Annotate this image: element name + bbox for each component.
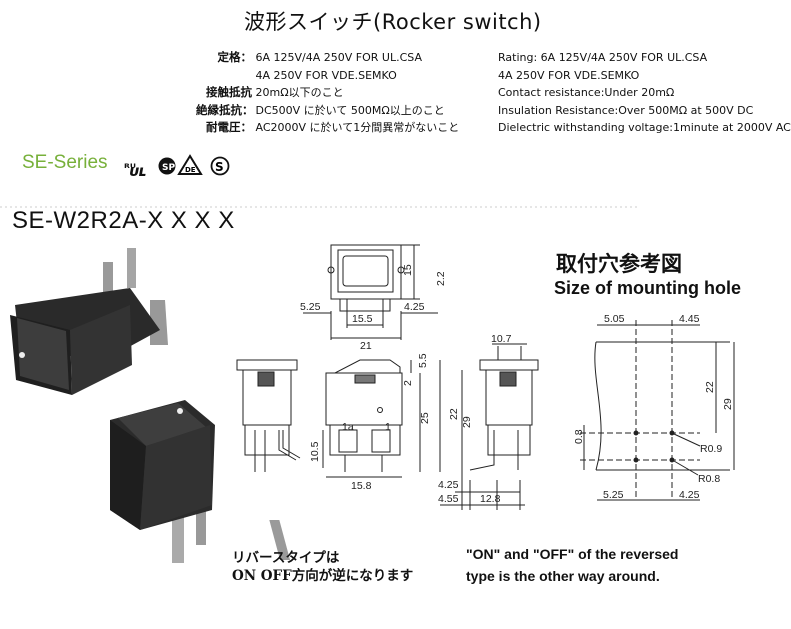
reverse-note-jp: リバースタイプは ON OFF方向が逆になります (232, 549, 413, 585)
dim-label: 10.7 (491, 333, 512, 345)
front-view-drawing (325, 359, 441, 478)
note-line: リバースタイプは (232, 550, 340, 566)
dim-label: 15.8 (351, 480, 372, 492)
spec-jp-row: 4A 250V FOR VDE.SEMKO (255, 68, 397, 82)
mounting-title-en: Size of mounting hole (554, 278, 741, 298)
spec-en-row: Dielectric withstanding voltage:1minute … (498, 121, 791, 134)
csa-mark-icon: SP (158, 157, 176, 175)
pin-label: 1a (342, 421, 354, 433)
svg-text:ᴜʟ: ᴜʟ (129, 162, 147, 180)
dim-label: 10.5 (309, 441, 321, 462)
dim-label: 12.8 (480, 493, 501, 505)
specs-en: Rating: 6A 125V/4A 250V FOR UL.CSA 4A 25… (498, 49, 791, 137)
svg-text:SP: SP (162, 163, 175, 173)
mounting-title-jp: 取付穴参考図 (556, 251, 682, 276)
dim-label: 29 (722, 398, 734, 410)
model-number: SE-W2R2A-X X X X (12, 207, 235, 234)
dim-label: 2.2 (435, 271, 447, 286)
dim-label: 5.25 (300, 301, 321, 313)
dim-label: 22 (704, 381, 716, 393)
svg-text:ᴿᵁ: ᴿᵁ (124, 161, 136, 175)
specs-jp: 定格： 6A 125V/4A 250V FOR UL.CSA 4A 250V F… (196, 49, 459, 137)
dim-label: 5.5 (417, 353, 429, 368)
note-line: ON OFF方向が逆になります (232, 568, 414, 584)
series-label: SE-Series (22, 152, 108, 173)
note-line: type is the other way around. (466, 568, 660, 584)
spec-en-row: Contact resistance:Under 20mΩ (498, 86, 675, 99)
dim-label: 29 (461, 416, 473, 428)
mounting-hole-drawing (580, 320, 735, 501)
spec-jp-row: 絶縁抵抗： DC500V に於いて 500MΩ以上のこと (196, 102, 445, 117)
dim-label: 15 (402, 264, 414, 276)
product-photo-side (10, 248, 168, 395)
svg-text:S: S (215, 160, 224, 174)
vde-mark-icon: DE (177, 154, 203, 175)
reverse-note-en: "ON" and "OFF" of the reversed type is t… (466, 543, 678, 587)
spec-jp-row: 定格： 6A 125V/4A 250V FOR UL.CSA (217, 50, 422, 64)
dim-label: 4.45 (679, 313, 700, 325)
svg-text:DE: DE (185, 166, 196, 174)
note-line: "ON" and "OFF" of the reversed (466, 546, 679, 562)
graphics-layer: ᴿᵁ ᴜʟ SP DE S (0, 154, 735, 563)
dim-label: 5.05 (604, 313, 625, 325)
dim-label: 4.25 (404, 301, 425, 313)
spec-en-row: Insulation Resistance:Over 500MΩ at 500V… (498, 103, 754, 117)
dim-label: 2 (402, 380, 414, 386)
dim-label: 22 (448, 408, 460, 420)
left-side-drawing (236, 359, 324, 472)
dim-label: 0.8 (573, 429, 585, 444)
spec-en-row: 4A 250V FOR VDE.SEMKO (498, 68, 640, 82)
top-view-drawing (303, 244, 438, 340)
dim-label: 25 (419, 412, 431, 424)
product-photo-front (110, 400, 291, 563)
dim-label: 4.55 (438, 493, 459, 505)
cert-marks: ᴿᵁ ᴜʟ SP DE S (124, 154, 230, 180)
spec-jp-row: 接触抵抗 20mΩ以下のこと (206, 85, 344, 99)
dim-label: 15.5 (352, 313, 373, 325)
semko-mark-icon: S (210, 156, 230, 176)
dimension-labels: 15 2.2 5.25 4.25 15.5 21 10.7 5.5 2 25 2… (300, 264, 734, 505)
dim-label: 4.25 (679, 489, 700, 501)
right-side-drawing (440, 343, 539, 510)
spec-en-row: Rating: 6A 125V/4A 250V FOR UL.CSA (498, 51, 708, 64)
pin-label: 1 (385, 421, 391, 433)
dim-label: R0.8 (698, 473, 720, 485)
page-title: 波形スイッチ(Rocker switch) (244, 10, 542, 34)
dim-label: 5.25 (603, 489, 624, 501)
ul-mark-icon: ᴿᵁ ᴜʟ (124, 161, 147, 180)
dim-label: 4.25 (438, 479, 459, 491)
dim-label: 21 (360, 340, 372, 352)
dim-label: R0.9 (700, 443, 722, 455)
spec-jp-row: 耐電圧： AC2000V に於いて1分間異常がないこと (206, 120, 460, 134)
